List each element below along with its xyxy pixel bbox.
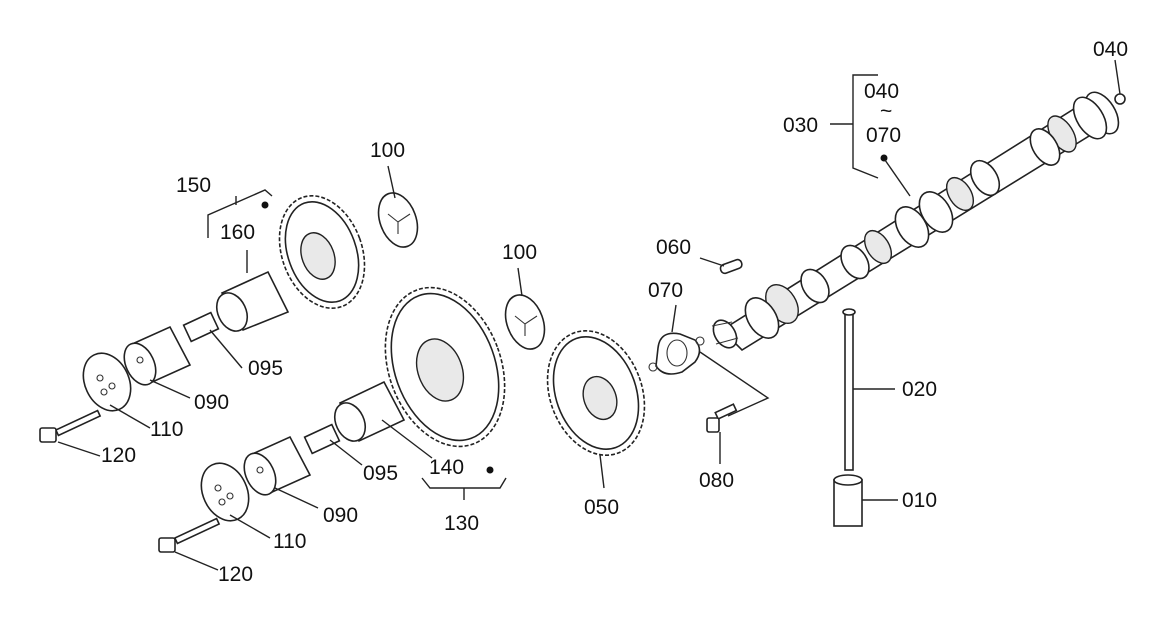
label-040-top: 040	[1093, 38, 1128, 61]
label-095-top: 095	[248, 357, 283, 380]
idle-gear-140	[384, 286, 506, 474]
label-110-bot: 110	[273, 530, 306, 553]
push-rod-020	[842, 308, 856, 471]
label-010: 010	[902, 489, 937, 512]
key-060	[719, 258, 743, 275]
label-110-top: 110	[150, 418, 183, 441]
pin-095-upper	[182, 311, 220, 343]
plate-110-upper	[82, 352, 132, 412]
collar-100-upper	[377, 192, 419, 248]
label-120-top: 120	[101, 444, 136, 467]
label-090-bot: 090	[323, 504, 358, 527]
label-100-top: 100	[370, 139, 405, 162]
label-040-range: 040	[864, 80, 899, 103]
cam-gear-050	[546, 330, 646, 456]
label-120-bot: 120	[218, 563, 253, 586]
label-030: 030	[783, 114, 818, 137]
bolt-120-lower	[158, 517, 221, 553]
label-095-bot: 095	[363, 462, 398, 485]
label-080: 080	[699, 469, 734, 492]
label-060: 060	[656, 236, 691, 259]
collar-100-lower	[504, 294, 546, 350]
pin-095-lower	[303, 423, 341, 455]
label-020: 020	[902, 378, 937, 401]
bushing-160	[215, 270, 290, 332]
label-050: 050	[584, 496, 619, 519]
label-100-mid: 100	[502, 241, 537, 264]
bolt-120-upper	[39, 409, 102, 443]
bolt-080	[706, 403, 738, 433]
idle-gear-150	[261, 195, 366, 309]
label-160: 160	[220, 221, 255, 244]
thrust-plate-070	[648, 332, 705, 375]
idle-shaft-090-upper	[123, 325, 192, 386]
bushing-140	[333, 380, 406, 443]
label-150: 150	[176, 174, 211, 197]
tappet-010	[833, 474, 863, 527]
label-range-tilde: ~	[880, 100, 892, 123]
leader-lines	[57, 59, 1121, 571]
camshaft-030	[711, 91, 1126, 352]
idle-shaft-090-lower	[243, 435, 312, 496]
plate-110-lower	[200, 462, 250, 522]
callout-labels: 040 030 040 ~ 070 100 150 160 100 060 07…	[101, 38, 1128, 586]
label-140: 140	[429, 456, 464, 479]
label-070-range: 070	[866, 124, 901, 147]
label-130: 130	[444, 512, 479, 535]
label-070: 070	[648, 279, 683, 302]
label-090-top: 090	[194, 391, 229, 414]
